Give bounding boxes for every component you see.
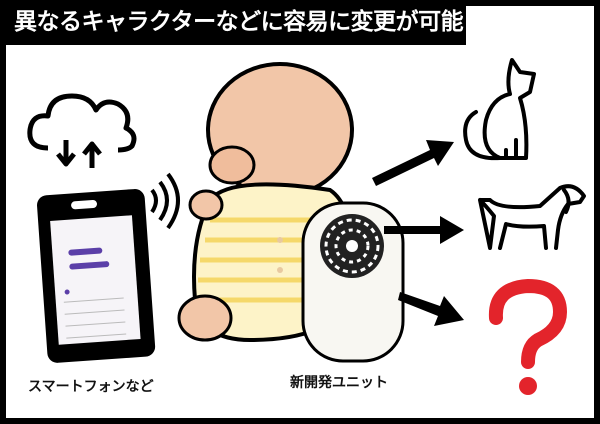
phone-label: スマートフォンなど <box>28 379 154 395</box>
cat-icon <box>463 58 536 161</box>
unit-label: 新開発ユニット <box>290 375 388 391</box>
arrow-right-icon <box>372 140 464 326</box>
page-title: 異なるキャラクターなどに容易に変更が可能 <box>0 0 466 45</box>
smartphone-icon <box>37 189 156 363</box>
cloud-sync-icon <box>27 93 137 168</box>
wireless-signal-icon <box>150 172 180 230</box>
speaker-unit-image <box>301 201 405 363</box>
dog-icon <box>478 184 586 250</box>
question-mark-icon <box>488 278 568 395</box>
